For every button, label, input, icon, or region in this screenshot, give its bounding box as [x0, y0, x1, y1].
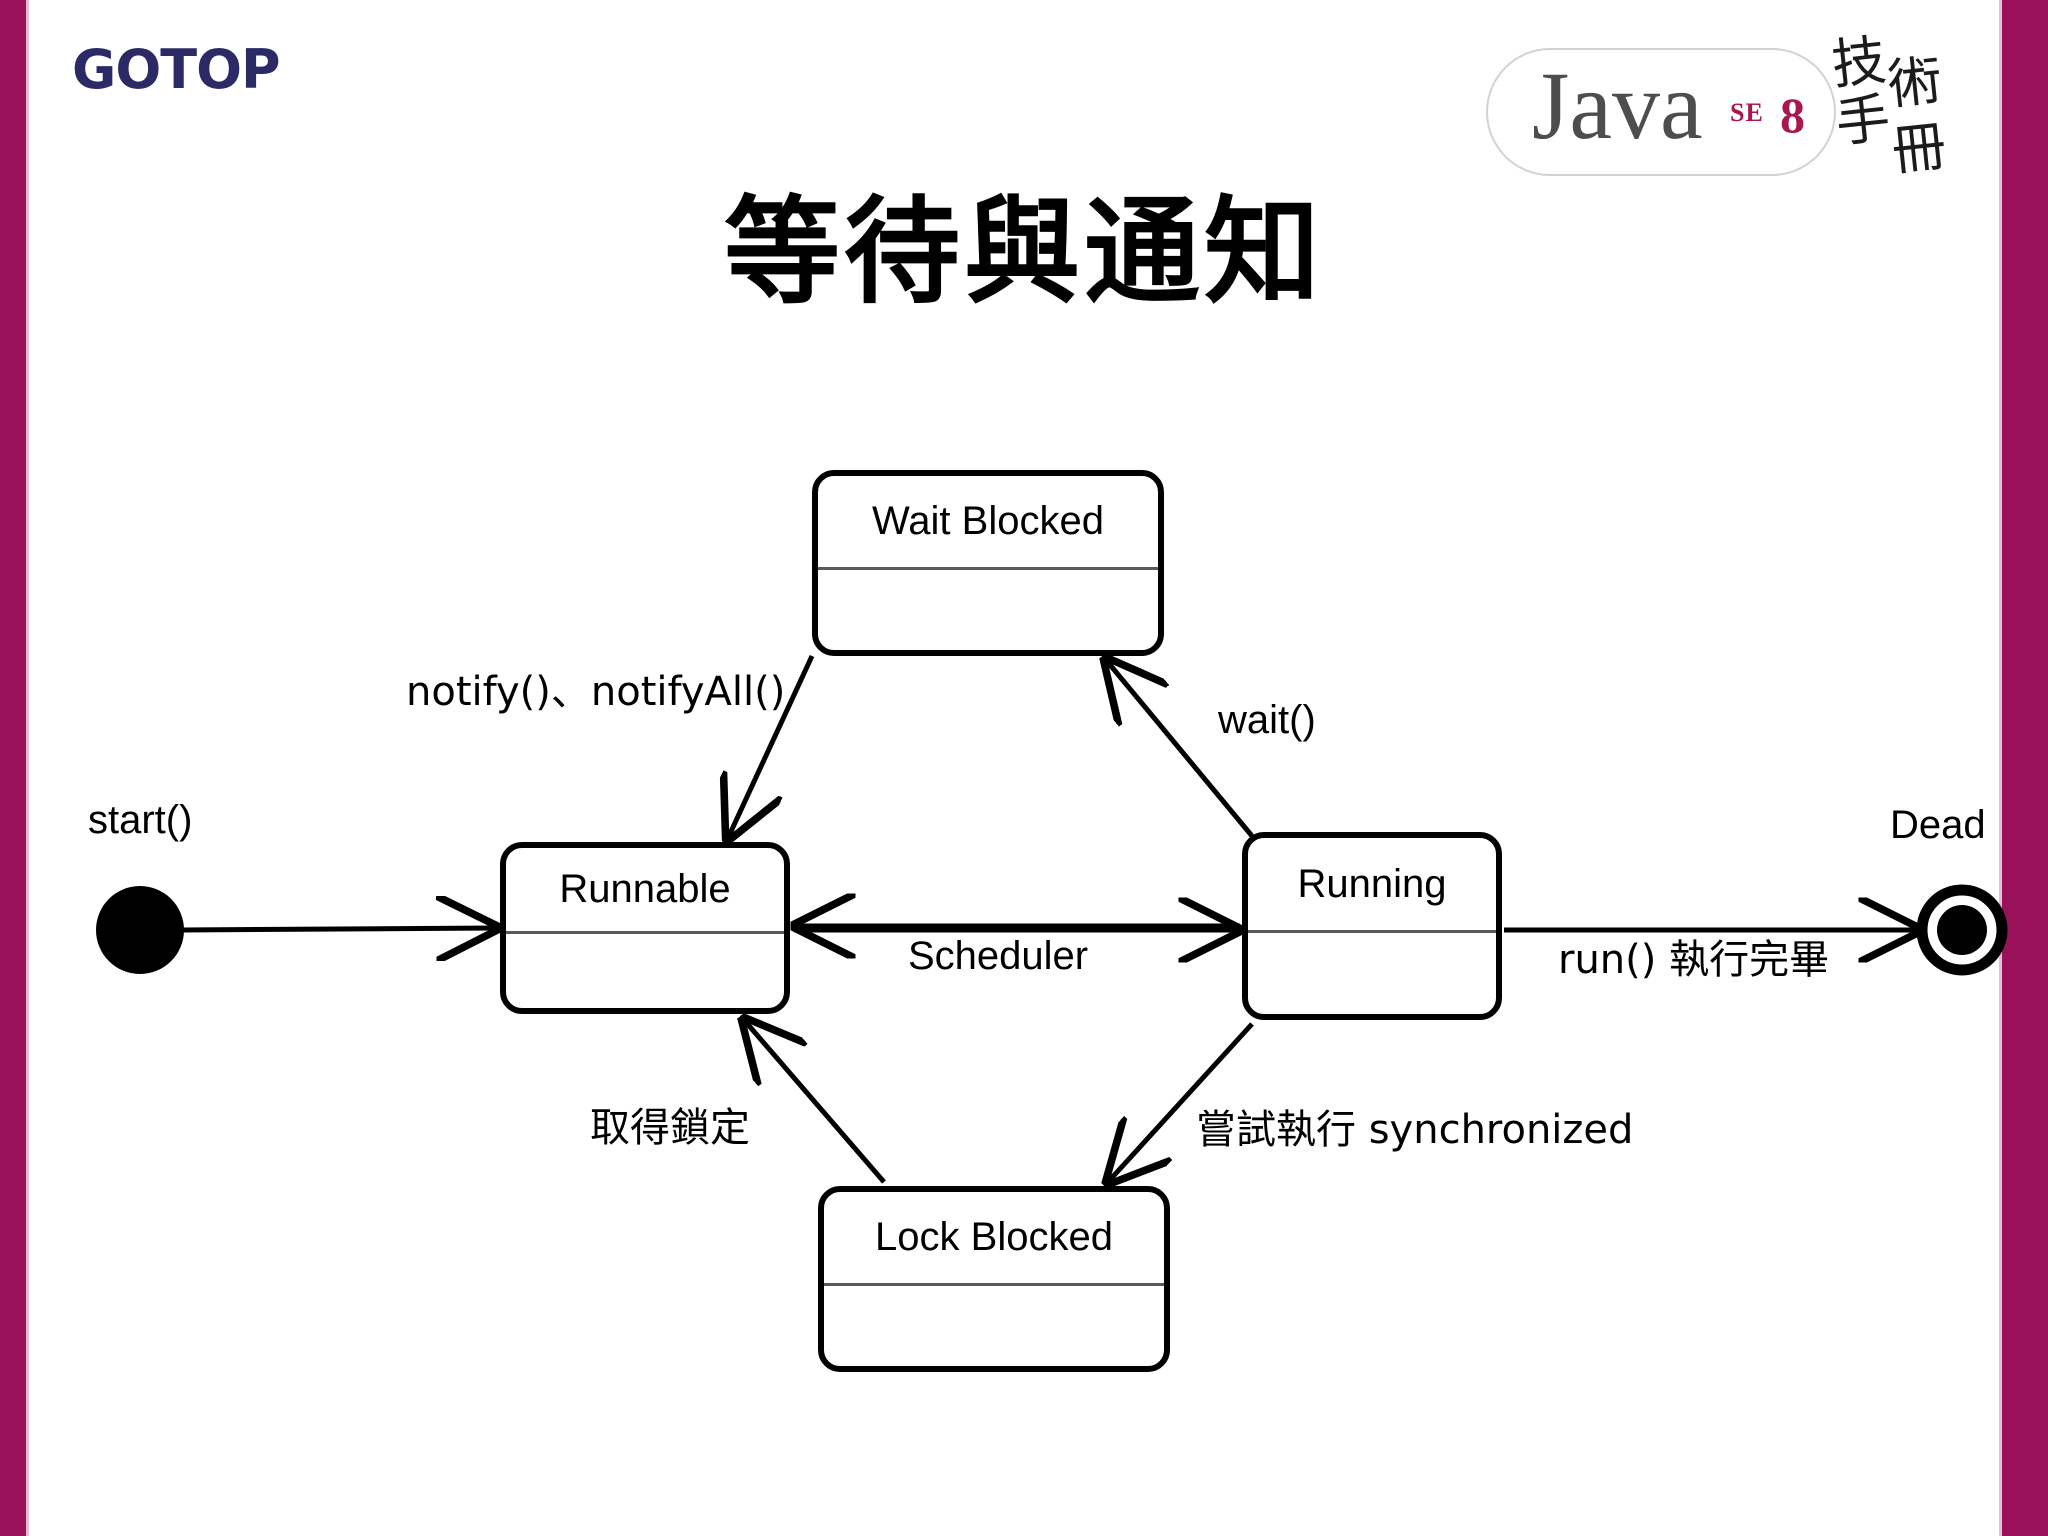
state-wait-blocked[interactable]: Wait Blocked: [812, 470, 1164, 656]
edge-running-to-lockblocked: [1108, 1022, 1254, 1182]
state-running[interactable]: Running: [1242, 832, 1502, 1020]
java-logo-pill: [1486, 48, 1836, 176]
edge-start-to-runnable: [181, 928, 496, 930]
edge-waitblocked-to-runnable: [728, 654, 815, 838]
edge-running-to-waitblocked: [1106, 660, 1254, 838]
left-hairline: [26, 0, 29, 1536]
state-runnable-label: Runnable: [506, 848, 784, 935]
java-wordmark: Java: [1532, 52, 1703, 159]
state-wait-blocked-label: Wait Blocked: [818, 476, 1158, 570]
initial-state-marker: [96, 886, 184, 974]
java-edition-label: SE: [1730, 98, 1764, 127]
label-run-done: run() 執行完畢: [1558, 937, 1830, 983]
label-wait: wait(): [1218, 698, 1316, 742]
label-scheduler: Scheduler: [908, 934, 1089, 978]
java-se8-logo: Java SE 8 技 術 手 冊: [1486, 28, 1976, 194]
gotop-logo: GOTOP: [72, 38, 281, 101]
final-state-dot: [1937, 905, 1987, 955]
state-lock-blocked[interactable]: Lock Blocked: [818, 1186, 1170, 1372]
label-try-synchronized: 嘗試執行 synchronized: [1196, 1107, 1634, 1153]
edge-lockblocked-to-runnable: [744, 1020, 886, 1184]
state-runnable[interactable]: Runnable: [500, 842, 790, 1014]
right-hairline: [1999, 0, 2002, 1536]
label-notify: notify()、notifyAll(): [406, 669, 786, 715]
left-accent-stripe: [0, 0, 26, 1536]
right-accent-stripe: [2002, 0, 2048, 1536]
label-start: start(): [88, 798, 193, 842]
page-title: 等待與通知: [724, 184, 1324, 320]
label-acquire-lock: 取得鎖定: [590, 1105, 750, 1151]
java-version-number: 8: [1780, 87, 1805, 143]
state-running-label: Running: [1248, 838, 1496, 934]
state-lock-blocked-label: Lock Blocked: [824, 1192, 1164, 1286]
label-dead: Dead: [1890, 803, 1986, 847]
